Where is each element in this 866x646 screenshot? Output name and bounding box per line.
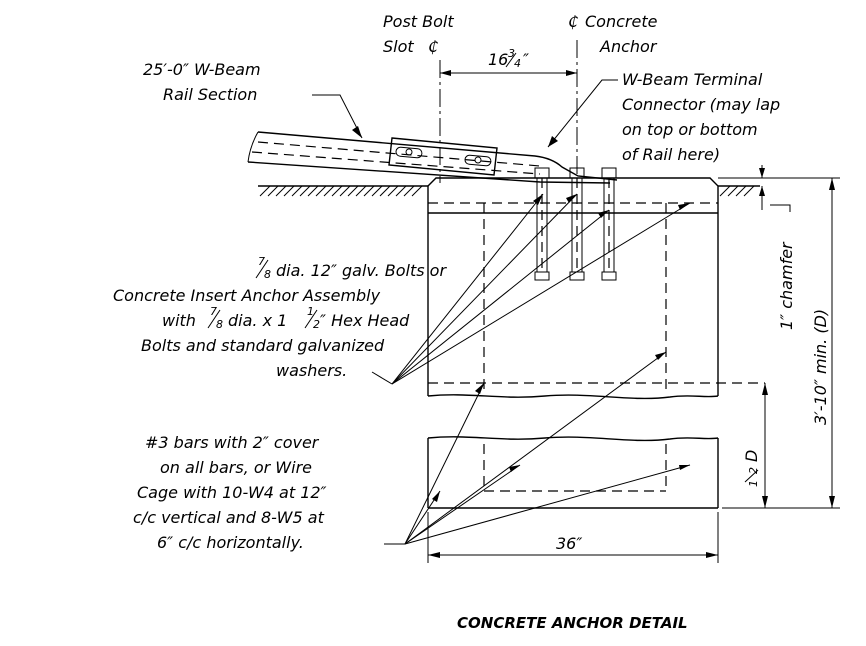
bars-leader-arrow-1: [475, 383, 484, 394]
rail-leader: [312, 94, 363, 139]
rail-leader-arrow: [352, 126, 362, 138]
offset-dimension-frac-den: 4: [514, 57, 521, 70]
chamfer-leader: [770, 204, 791, 212]
connector-label-2: Connector (may lap: [622, 95, 780, 114]
half-depth-arrow-bottom: [762, 496, 768, 508]
bolts-frac-bar-2: [207, 309, 221, 329]
offset-dimension-inch: ″: [523, 50, 529, 69]
chamfer-dimension-label: 1″ chamfer: [777, 241, 796, 330]
ground-hatching-right: [719, 185, 755, 197]
splice-plate: [388, 137, 498, 176]
bolts-frac-den-3: 2: [313, 318, 320, 331]
width-dimension-value: 36″: [556, 534, 582, 553]
offset-dimension-frac-num: 3: [508, 47, 515, 60]
bolts-frac-den-2: 8: [216, 318, 223, 331]
bolts-note-5: washers.: [276, 361, 347, 380]
anchor-bolt-3: [601, 167, 617, 281]
connector-leader-arrow: [548, 136, 558, 147]
bolts-leader-arrow-3: [598, 210, 609, 218]
post-bolt-label-1: Post Bolt: [383, 12, 454, 31]
bars-note-2: on all bars, or Wire: [160, 458, 312, 477]
bolts-frac-num-1: 7: [258, 255, 265, 268]
bolts-frac-num-2: 7: [210, 305, 217, 318]
rail-bottom-edge: [247, 161, 611, 184]
half-depth-label: D: [742, 450, 761, 462]
chamfer-arrow-bottom: [759, 186, 765, 196]
bars-note-3: Cage with 10-W4 at 12″: [137, 483, 327, 502]
depth-dimension-label: 3′-10″ min. (D): [811, 309, 830, 425]
bars-leader-arrow-5: [679, 465, 690, 470]
anchor-centerline-symbol: ₵: [568, 12, 578, 31]
splice-slot-1: [395, 146, 423, 159]
bars-note-1: #3 bars with 2″ cover: [145, 433, 320, 452]
connector-label-3: on top or bottom: [622, 120, 758, 139]
rail-hidden-line-2: [251, 151, 541, 175]
anchor-break-upper: [427, 394, 719, 400]
bolts-frac-bar-3: [304, 309, 318, 329]
anchor-top-and-right: [427, 177, 719, 396]
half-depth-frac-bar: [744, 469, 759, 483]
connector-leader: [547, 79, 618, 148]
half-depth-frac-den: 2: [747, 467, 760, 474]
offset-dimension-frac-bar: [505, 52, 517, 68]
rail-end: [247, 131, 259, 163]
offset-dim-arrow-left: [440, 70, 451, 76]
rail-label-1: 25′-0″ W-Beam: [143, 60, 261, 79]
bars-note-5: 6″ c/c horizontally.: [157, 533, 304, 552]
post-bolt-label-2: Slot: [383, 37, 414, 56]
bolts-frac-bar-1: [255, 259, 269, 279]
concrete-anchor-label-1: Concrete: [585, 12, 658, 31]
ground-hatching-left: [259, 185, 423, 197]
depth-dim-arrow-top: [829, 178, 835, 190]
bolts-note-3b: dia. x 1: [228, 311, 287, 330]
rail-label-2: Rail Section: [163, 85, 257, 104]
bolts-leader-arrow-1: [533, 194, 543, 205]
bolts-leader-arrow-4: [678, 203, 690, 210]
bars-leader-arrow-2: [655, 352, 666, 360]
rail-top-edge: [257, 131, 618, 181]
bolts-frac-den-1: 8: [264, 268, 271, 281]
chamfer-arrow-top: [759, 168, 765, 178]
bolts-note-4: Bolts and standard galvanized: [141, 336, 385, 355]
width-dim-arrow-left: [428, 552, 440, 558]
bolts-note-1: dia. 12″ galv. Bolts or: [276, 261, 447, 280]
connector-label-1: W-Beam Terminal: [622, 70, 763, 89]
connector-label-4: of Rail here): [622, 145, 720, 164]
splice-bolt-2: [474, 156, 482, 164]
bars-leader-arrow-4: [509, 465, 520, 472]
bolts-note-2: Concrete Insert Anchor Assembly: [113, 286, 381, 305]
drawing-title: CONCRETE ANCHOR DETAIL: [457, 614, 688, 632]
bolts-note-3c: ″ Hex Head: [320, 311, 410, 330]
width-dim-arrow-right: [706, 552, 718, 558]
bars-leader-arrow-3: [432, 491, 440, 502]
bolts-leaders: [371, 193, 691, 385]
depth-dim-arrow-bottom: [829, 496, 835, 508]
anchor-break-lower: [427, 436, 719, 442]
bars-note-4: c/c vertical and 8-W5 at: [133, 508, 325, 527]
concrete-anchor-label-2: Anchor: [599, 37, 658, 56]
bolts-note-3a: with: [162, 311, 196, 330]
bars-leaders: [384, 351, 691, 545]
anchor-bolt-2: [569, 167, 585, 281]
post-bolt-centerline-symbol: ₵: [428, 37, 438, 56]
splice-bolt-1: [405, 148, 413, 156]
rail-hidden-line-1: [257, 141, 541, 167]
bolts-leader-arrow-2: [566, 194, 577, 203]
half-depth-arrow-top: [762, 383, 768, 395]
offset-dim-arrow-right: [566, 70, 577, 76]
offset-dimension-value: 16: [488, 50, 508, 69]
half-depth-frac-num: 1: [747, 480, 760, 487]
bolts-frac-num-3: 1: [307, 305, 314, 318]
splice-slot-2: [464, 154, 492, 167]
